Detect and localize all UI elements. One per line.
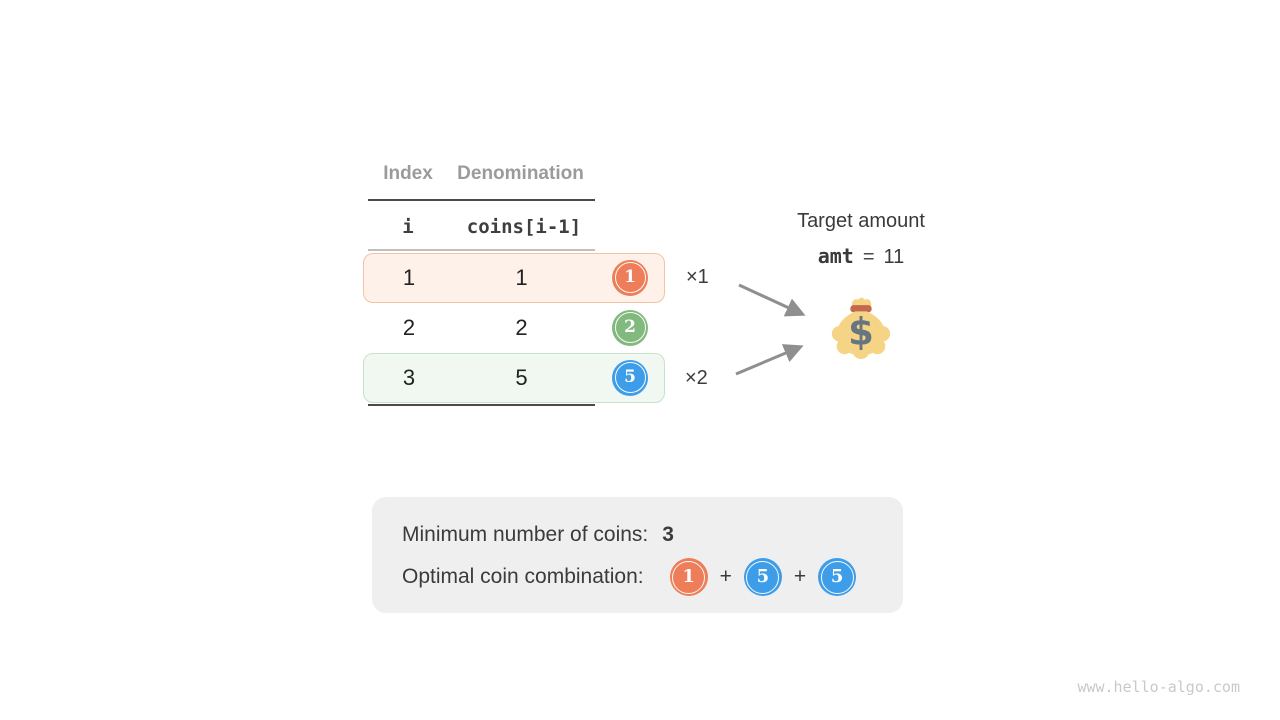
table-row: 2 2 2 [363, 303, 665, 353]
table-subheader-divider [368, 249, 595, 251]
plus-sign: + [793, 565, 807, 588]
coin-2-green-icon: 2 [612, 309, 648, 346]
cell-index: 3 [402, 365, 416, 390]
cell-denomination: 1 [515, 265, 528, 290]
plus-sign: + [719, 565, 732, 588]
coin-value: 2 [624, 317, 636, 337]
target-value: 11 [883, 246, 905, 268]
table-row: 1 1 1 [363, 253, 665, 303]
money-bag-icon: $ [831, 297, 891, 360]
coin-value: 1 [682, 566, 695, 587]
cell-denomination: 2 [515, 315, 528, 340]
equals-sign: = [862, 246, 875, 268]
svg-text:$: $ [848, 310, 874, 353]
arrow-x1-icon [738, 283, 806, 317]
minimum-coins-line: Minimum number of coins: 3 [402, 518, 674, 552]
coin-value: 1 [624, 267, 636, 287]
optimal-combination-line: Optimal coin combination: 1 + 5 + 5 [402, 557, 857, 597]
variable-header-i: i [402, 216, 414, 238]
minimum-coins-label: Minimum number of coins: [402, 523, 649, 546]
table-header-divider [368, 199, 595, 201]
cell-denomination: 5 [515, 365, 528, 390]
coin-5-blue-icon: 5 [818, 558, 857, 596]
amt-variable: amt [817, 244, 854, 268]
cell-index: 2 [402, 315, 416, 340]
target-amount-equation: amt = 11 [761, 243, 961, 270]
target-amount-label: Target amount [797, 210, 925, 232]
arrow-x2-icon [735, 344, 804, 376]
result-summary-box: Minimum number of coins: 3 Optimal coin … [372, 497, 903, 613]
watermark: www.hello-algo.com [1077, 678, 1240, 696]
cell-index: 1 [402, 265, 416, 290]
multiplier-x1-label: ×1 [686, 266, 709, 288]
optimal-combination-label: Optimal coin combination: [402, 565, 644, 588]
coin-1-orange-icon: 1 [612, 259, 648, 296]
coin-value: 5 [624, 367, 636, 387]
variable-header-coins: coins[i-1] [466, 216, 582, 238]
coin-value: 5 [830, 566, 844, 587]
coin-5-blue-icon: 5 [743, 558, 782, 596]
multiplier-x2-label: ×2 [685, 367, 708, 389]
coin-value: 5 [756, 566, 770, 587]
table-row: 3 5 5 [363, 353, 665, 403]
coin-1-orange-icon: 1 [669, 558, 708, 596]
coin-5-blue-icon: 5 [612, 359, 648, 396]
column-header-index: Index [383, 163, 433, 184]
table-bottom-divider [368, 404, 595, 406]
column-header-denomination: Denomination [457, 163, 584, 184]
minimum-coins-value: 3 [662, 523, 674, 546]
